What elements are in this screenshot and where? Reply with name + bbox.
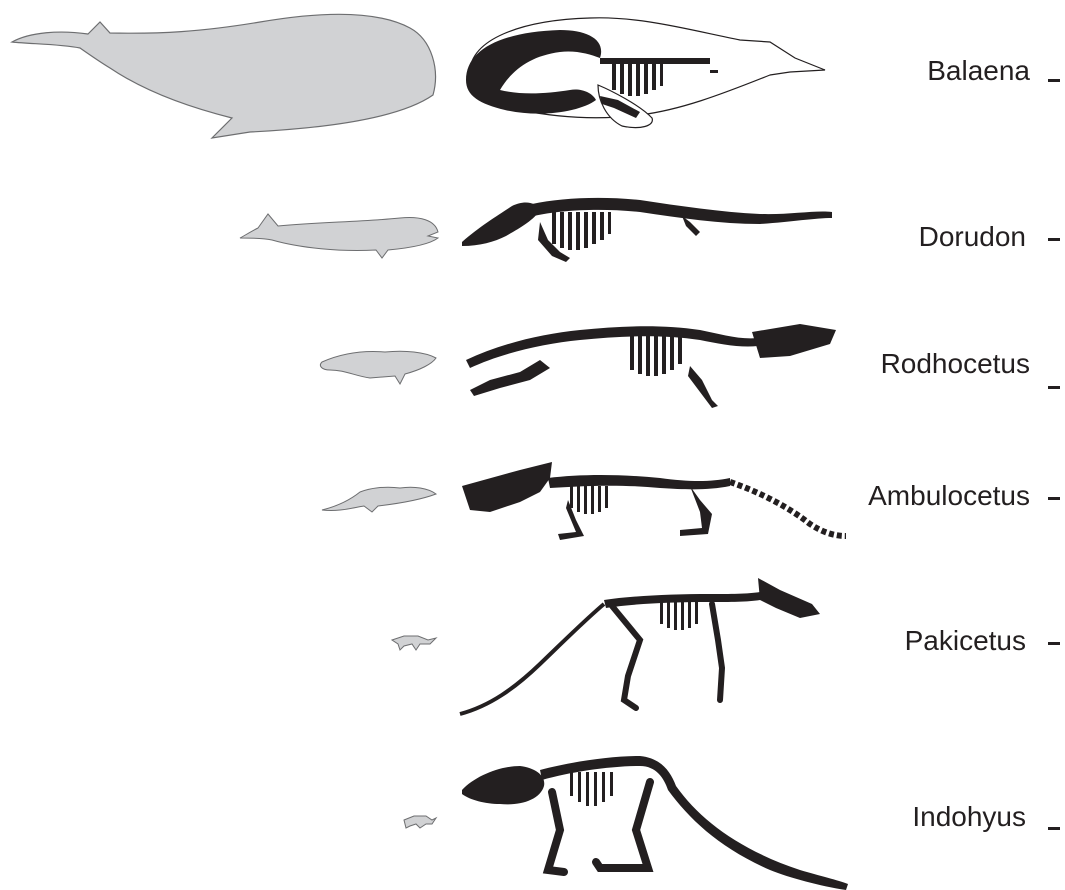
taxon-label-balaena: Balaena xyxy=(927,55,1030,86)
indohyus-forelimb xyxy=(548,792,564,872)
taxon-label-rodhocetus: Rodhocetus xyxy=(881,348,1030,379)
rodhocetus-forelimb xyxy=(688,366,718,408)
size-tick-dorudon xyxy=(1048,238,1060,241)
pakicetus-skull xyxy=(758,578,820,618)
indohyus-skull xyxy=(462,766,544,804)
ambulocetus-skull xyxy=(462,462,552,512)
balaena-silhouette xyxy=(12,14,435,138)
row-dorudon: Dorudon xyxy=(240,198,1060,262)
taxon-label-indohyus: Indohyus xyxy=(912,801,1026,832)
ambulocetus-hindlimb xyxy=(680,486,712,536)
ambulocetus-spine xyxy=(548,475,730,489)
taxon-label-ambulocetus: Ambulocetus xyxy=(868,480,1030,511)
size-tick-balaena xyxy=(1048,79,1060,82)
rodhocetus-spine xyxy=(466,326,758,368)
ambulocetus-silhouette xyxy=(322,487,436,512)
pakicetus-hindlimb xyxy=(612,606,640,708)
rodhocetus-silhouette xyxy=(320,351,436,384)
taxon-label-dorudon: Dorudon xyxy=(919,221,1026,252)
dorudon-ribcage xyxy=(552,212,611,250)
row-balaena: Balaena xyxy=(12,14,1060,138)
pakicetus-forelimb xyxy=(712,604,722,700)
size-tick-indohyus xyxy=(1048,827,1060,830)
indohyus-silhouette xyxy=(404,816,436,828)
dorudon-silhouette xyxy=(240,214,438,258)
rodhocetus-hindlimb xyxy=(470,360,550,396)
size-tick-pakicetus xyxy=(1048,642,1060,645)
size-tick-ambulocetus xyxy=(1048,497,1060,500)
pakicetus-silhouette xyxy=(392,636,436,650)
row-indohyus: Indohyus xyxy=(404,756,1060,890)
row-pakicetus: Pakicetus xyxy=(392,578,1060,714)
size-tick-rodhocetus xyxy=(1048,386,1060,389)
dorudon-skull xyxy=(462,203,540,246)
taxon-label-pakicetus: Pakicetus xyxy=(905,625,1026,656)
ambulocetus-ribcage xyxy=(570,486,608,514)
pakicetus-tail xyxy=(460,604,604,714)
row-ambulocetus: Ambulocetus xyxy=(322,462,1060,540)
row-rodhocetus: Rodhocetus xyxy=(320,324,1060,408)
indohyus-ribcage xyxy=(570,772,613,806)
ambulocetus-tail xyxy=(730,482,846,536)
pakicetus-ribcage xyxy=(660,600,698,630)
rodhocetus-ribcage xyxy=(630,336,682,376)
rodhocetus-skull xyxy=(752,324,836,358)
